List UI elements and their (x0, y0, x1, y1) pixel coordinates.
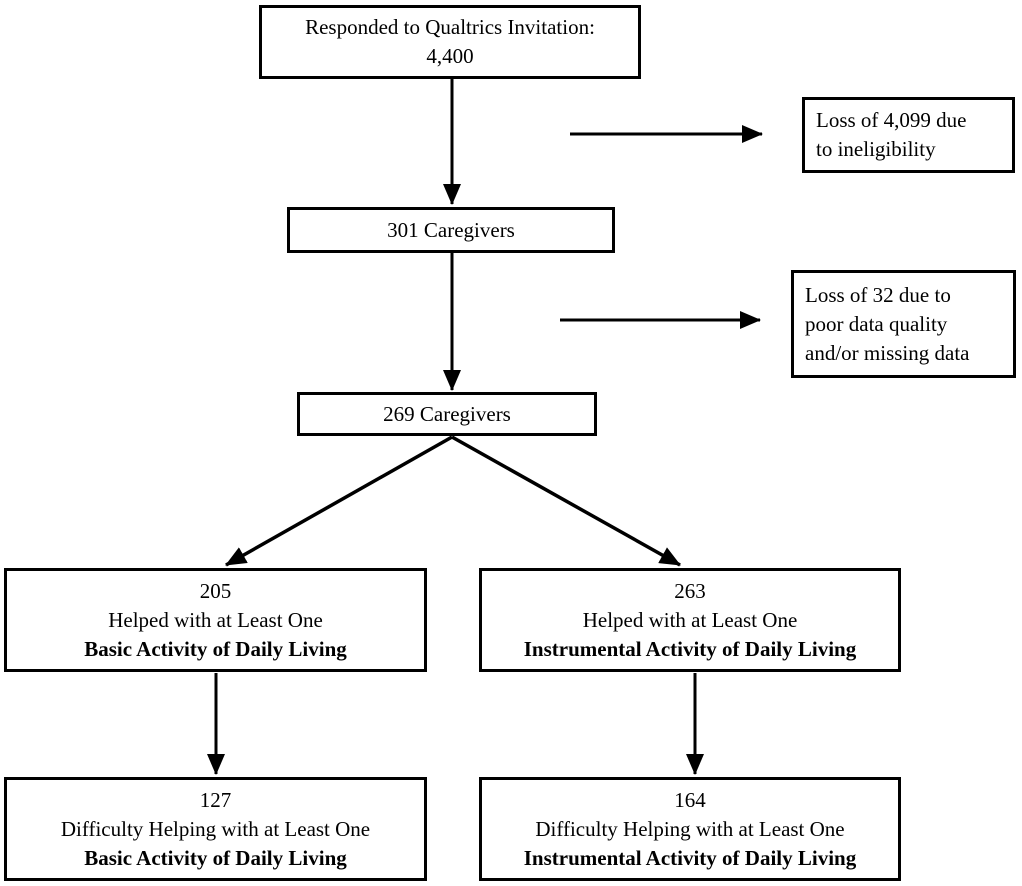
node-badl-helped: 205 Helped with at Least One Basic Activ… (4, 568, 427, 672)
node-loss-data-quality-line1: Loss of 32 due to (805, 282, 951, 307)
node-caregivers-269-label: 269 Caregivers (383, 401, 511, 426)
node-iadl-helped-count: 263 (674, 578, 706, 603)
arrow-269-to-iadl-icon (451, 435, 681, 567)
node-iadl-helped-line2: Helped with at Least One (582, 607, 798, 632)
node-loss-ineligibility-line1: Loss of 4,099 due (816, 108, 967, 132)
node-loss-data-quality-line2: poor data quality (805, 311, 948, 336)
node-responded-line1: Responded to Qualtrics Invitation: (305, 15, 595, 39)
node-loss-data-quality-line3: and/or missing data (805, 340, 970, 365)
node-loss-data-quality: Loss of 32 due to poor data quality and/… (791, 270, 1016, 378)
node-iadl-helped-line3: Instrumental Activity of Daily Living (523, 636, 857, 661)
node-iadl-difficulty-line2: Difficulty Helping with at Least One (535, 816, 845, 841)
node-caregivers-301-label: 301 Caregivers (387, 217, 515, 242)
node-caregivers-269: 269 Caregivers (297, 392, 597, 436)
node-iadl-difficulty-line3: Instrumental Activity of Daily Living (523, 845, 857, 870)
node-badl-helped-count: 205 (199, 578, 232, 603)
node-loss-ineligibility-line2: to ineligibility (816, 137, 936, 161)
node-iadl-helped: 263 Helped with at Least One Instrumenta… (479, 568, 901, 672)
node-iadl-difficulty: 164 Difficulty Helping with at Least One… (479, 777, 901, 881)
node-loss-ineligibility: Loss of 4,099 due to ineligibility (802, 97, 1015, 173)
node-badl-difficulty-count: 127 (199, 787, 232, 812)
node-responded-line2: 4,400 (426, 44, 474, 68)
node-badl-helped-line2: Helped with at Least One (108, 607, 323, 632)
node-responded: Responded to Qualtrics Invitation: 4,400 (259, 5, 641, 79)
arrow-269-to-badl-icon (225, 435, 453, 567)
node-badl-difficulty-line3: Basic Activity of Daily Living (84, 845, 347, 870)
node-caregivers-301: 301 Caregivers (287, 207, 615, 253)
node-badl-helped-line3: Basic Activity of Daily Living (84, 636, 347, 661)
node-badl-difficulty-line2: Difficulty Helping with at Least One (60, 816, 371, 841)
node-badl-difficulty: 127 Difficulty Helping with at Least One… (4, 777, 427, 881)
node-iadl-difficulty-count: 164 (674, 787, 706, 812)
